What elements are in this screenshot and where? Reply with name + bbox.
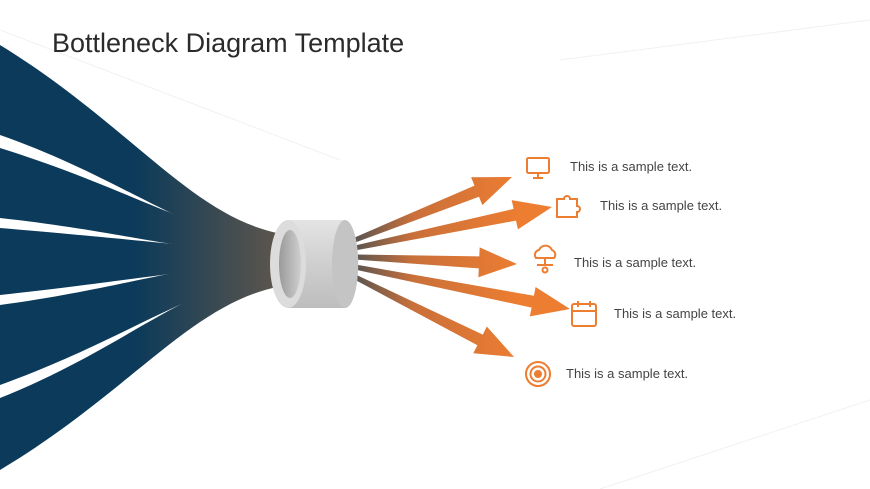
page-title: Bottleneck Diagram Template (52, 28, 405, 58)
output-label-4: This is a sample text. (614, 306, 737, 321)
bottleneck-ring (270, 220, 359, 308)
calendar-icon (571, 301, 597, 327)
output-label-3: This is a sample text. (574, 255, 697, 270)
output-label-1: This is a sample text. (570, 159, 693, 174)
input-streams (0, 45, 300, 470)
cloud-network-icon (533, 244, 557, 274)
output-label-5: This is a sample text. (566, 366, 689, 381)
output-arrows (353, 177, 570, 357)
output-arrow (354, 264, 570, 317)
target-icon (525, 361, 551, 387)
output-arrow (354, 177, 512, 243)
output-arrow (354, 247, 517, 278)
input-stream (0, 45, 300, 245)
input-stream (0, 148, 300, 253)
output-label-2: This is a sample text. (600, 198, 723, 213)
input-stream (0, 273, 300, 470)
input-stream (0, 262, 300, 385)
output-arrow (353, 274, 514, 357)
background-lines (0, 19, 870, 489)
puzzle-icon (556, 195, 581, 218)
monitor-icon (526, 157, 550, 179)
input-stream (0, 228, 300, 295)
output-arrow (354, 200, 552, 251)
